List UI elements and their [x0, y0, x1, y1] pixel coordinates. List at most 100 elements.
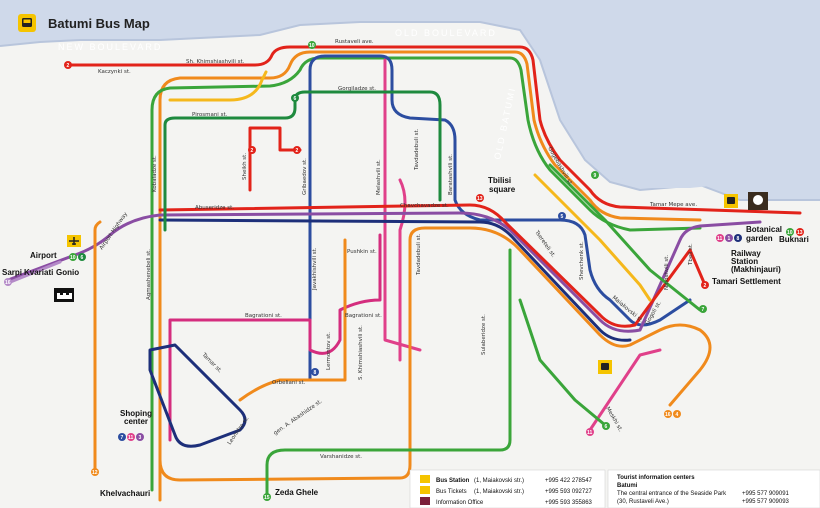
line-yellow-right	[533, 173, 652, 302]
legend-bus-tickets: Bus Tickets	[436, 489, 467, 495]
street-sulaberidze: Sulaberidze st.	[481, 314, 487, 355]
badge-r5-tsereteli-label: 5	[561, 214, 564, 220]
line-magenta-loop	[168, 233, 382, 442]
legend-bus-tickets-addr: (1, Maiakovski str.)	[474, 489, 524, 495]
place-sarpi: Sarpi	[2, 268, 22, 277]
street-tamar: Tamar st.	[200, 351, 223, 374]
fortress-icon	[57, 293, 72, 299]
badge-r2-gribaedov-label: 2	[296, 148, 299, 154]
line-orange-abashidze	[238, 238, 347, 402]
street-gorgiladze: Gorgiladze st.	[338, 86, 376, 92]
street-pushkin: Pushkin st.	[347, 249, 377, 255]
place-tbilisi: Tbilisi	[488, 176, 511, 185]
badge-r2-tamari-label: 2	[704, 283, 707, 289]
badge-r11-meskhi	[586, 428, 594, 436]
line-green-top	[150, 56, 702, 492]
badge-r8-railway	[734, 234, 742, 242]
street-abuseridze: Abuseridze st.	[195, 205, 234, 211]
badge-r11-shopping-label: 11	[128, 435, 134, 441]
sea-right-upper	[520, 0, 820, 195]
street-melashvili: Melashvili st.	[376, 159, 382, 195]
badge-r16-loop-label: 16	[665, 412, 671, 418]
street-tbeli: Tbeli st.	[688, 243, 694, 266]
botanical-icon	[753, 195, 763, 205]
route-badges: 2 10 12 15 2 7 11 6 16 4 10 13 11 1 8 10…	[4, 41, 804, 501]
badge-r1-railway-label: 1	[728, 236, 731, 242]
legend-seaside-2-phone: +995 577 909093	[742, 499, 790, 505]
line-lightpurple	[6, 260, 62, 285]
badge-r4-loop-label: 4	[676, 412, 679, 418]
badge-r10-buknari	[786, 228, 794, 236]
badge-r13-buknari-label: 13	[797, 230, 803, 236]
street-bagrationi: Bagrationi st.	[245, 313, 282, 319]
legend-bus-station: Bus Station	[436, 478, 470, 484]
place-zeda-ghele: Zeda Ghele	[275, 488, 319, 497]
place-botanical-1: Botanical	[746, 225, 782, 234]
badge-r16-sarpi-label: 16	[5, 280, 11, 286]
legend-bus-info: Bus Station (1, Maiakovski str.) +995 42…	[409, 469, 606, 508]
badge-r10-airport	[69, 253, 77, 261]
street-lermontov: Lermontov st.	[326, 332, 332, 370]
badge-r10-buknari-label: 10	[787, 230, 793, 236]
badge-r10-rustaveli	[308, 41, 316, 49]
badge-r10-rustaveli-label: 10	[309, 43, 315, 49]
legend-seaside-1: The central entrance of the Seaside Park	[617, 491, 727, 497]
legend-tourist-title: Tourist information centers	[617, 475, 695, 481]
street-shevchenk: Shevchenk st.	[579, 241, 585, 280]
badge-r11-shopping	[127, 433, 135, 441]
street-orbeliani: Orbeliani st.	[272, 380, 306, 386]
line-red-top	[66, 45, 802, 215]
place-railway-3: (Makhinjauri)	[731, 265, 781, 274]
street-tamar-mepe: Tamar Mepe ave.	[649, 202, 697, 208]
badge-r11-railway	[716, 234, 724, 242]
line-green-right	[548, 163, 702, 312]
line-navy-shopping	[148, 343, 247, 448]
place-shopping-1: Shoping	[120, 409, 152, 418]
street-baratashvili: Baratashvili st.	[448, 154, 454, 195]
place-tamari: Tamari Settlement	[712, 277, 781, 286]
line-purple-west	[6, 211, 762, 333]
street-javakhishvili: Javakhishvili st.	[312, 247, 318, 291]
line-orange-loop	[158, 226, 712, 482]
badge-r5-tsereteli	[558, 212, 566, 220]
legend-bus-box	[409, 469, 606, 508]
street-rustaveli: Rustaveli ave.	[335, 39, 374, 45]
badge-r6-meskhi-label: 6	[605, 424, 608, 430]
legend-tourist-info: Tourist information centers Batumi The c…	[607, 469, 820, 508]
street-pirosmani: Pirosmani st.	[192, 112, 228, 118]
badge-r2-sheikh-label: 2	[251, 148, 254, 154]
badge-r15-zeda	[263, 493, 271, 501]
legend-info-icon	[420, 497, 430, 505]
badge-r6-gorgiladze	[291, 94, 299, 102]
area-new-boulevard: NEW BOULEVARD	[58, 42, 162, 52]
coastline	[0, 21, 820, 201]
line-red-pirosmani	[248, 126, 302, 192]
line-blue	[308, 54, 692, 382]
line-darkgreen	[163, 90, 442, 232]
line-green-zeda	[265, 248, 512, 497]
badge-r13-buknari	[796, 228, 804, 236]
legend-seaside-2: (30, Rustaveli Ave.)	[617, 499, 669, 505]
badge-r7-shopping-label: 7	[121, 435, 124, 441]
place-railway-2: Station	[731, 257, 758, 266]
badge-r12-khelvachauri-label: 12	[92, 470, 98, 476]
street-gribaedov: Gribaedov st.	[302, 158, 308, 195]
badge-r7-right	[699, 305, 707, 313]
badge-r6-gorgiladze-label: 6	[294, 96, 297, 102]
line-orange-top	[158, 50, 702, 502]
street-leonidze: Leonidze st.	[227, 415, 251, 446]
legend-bus-tickets-icon	[420, 486, 430, 494]
legend-seaside-1-phone: +995 577 909091	[742, 491, 790, 497]
badge-r8-orbeliani-label: 8	[314, 370, 317, 376]
badge-r9-gogebashvili	[591, 171, 599, 179]
legend-info-office: Information Office	[436, 500, 484, 506]
badge-r7-right-label: 7	[702, 307, 705, 313]
line-orange-khelvachauri	[93, 220, 102, 472]
legend-bus-station-icon	[420, 475, 430, 483]
street-bagrationi-2: Bagrationi st.	[345, 313, 382, 319]
line-green-meskhi	[518, 298, 607, 427]
badge-r9-gogebashvili-label: 9	[594, 173, 597, 179]
line-pink	[383, 58, 422, 362]
bus-icon-window	[23, 19, 31, 23]
street-airport-highway: Airport Highway	[99, 211, 130, 251]
